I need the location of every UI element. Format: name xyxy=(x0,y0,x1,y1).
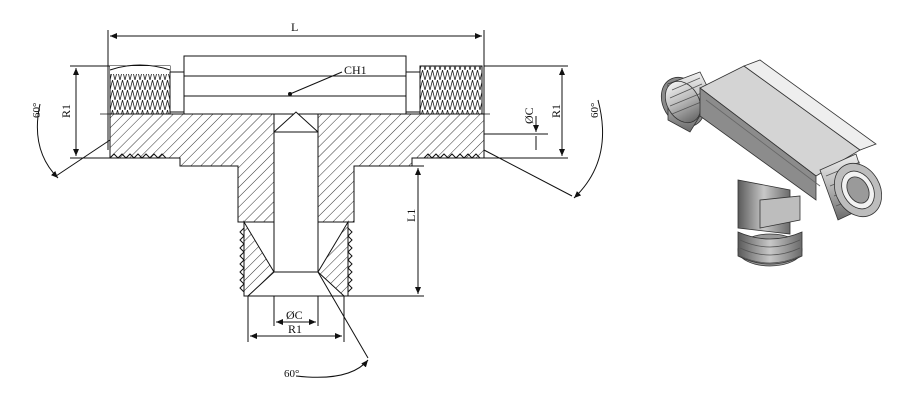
dimension-bore-bottom xyxy=(273,296,319,326)
label-angle-bottom: 60° xyxy=(284,368,299,380)
dimension-branch-length xyxy=(348,165,424,297)
label-branch-length: L1 xyxy=(404,209,418,222)
hex-leader xyxy=(288,71,343,96)
dimension-r1-left xyxy=(70,65,110,159)
render-branch xyxy=(737,179,803,267)
label-length: L xyxy=(291,20,298,34)
dimension-r1-bottom xyxy=(247,296,345,342)
label-angle-right: 60° xyxy=(589,103,601,118)
label-thread-bottom: R1 xyxy=(288,322,302,336)
angle-right xyxy=(483,99,604,199)
label-hex: CH1 xyxy=(344,63,367,77)
upper-external-view xyxy=(100,55,490,115)
render-right-end xyxy=(819,153,883,221)
label-angle-left: 60° xyxy=(31,103,43,118)
label-bore-right: ØC xyxy=(522,107,536,124)
lower-section xyxy=(109,111,485,297)
dimension-r1-right xyxy=(484,65,568,159)
angle-bottom xyxy=(295,271,369,378)
render-hex-body xyxy=(699,59,877,201)
label-thread-left: R1 xyxy=(59,104,73,118)
angle-left xyxy=(36,103,111,179)
dimension-bore-right xyxy=(484,116,548,150)
label-bore-bottom: ØC xyxy=(286,308,303,322)
label-thread-right: R1 xyxy=(549,104,563,118)
section-view xyxy=(36,30,604,378)
fitting-3d-render xyxy=(660,59,883,267)
